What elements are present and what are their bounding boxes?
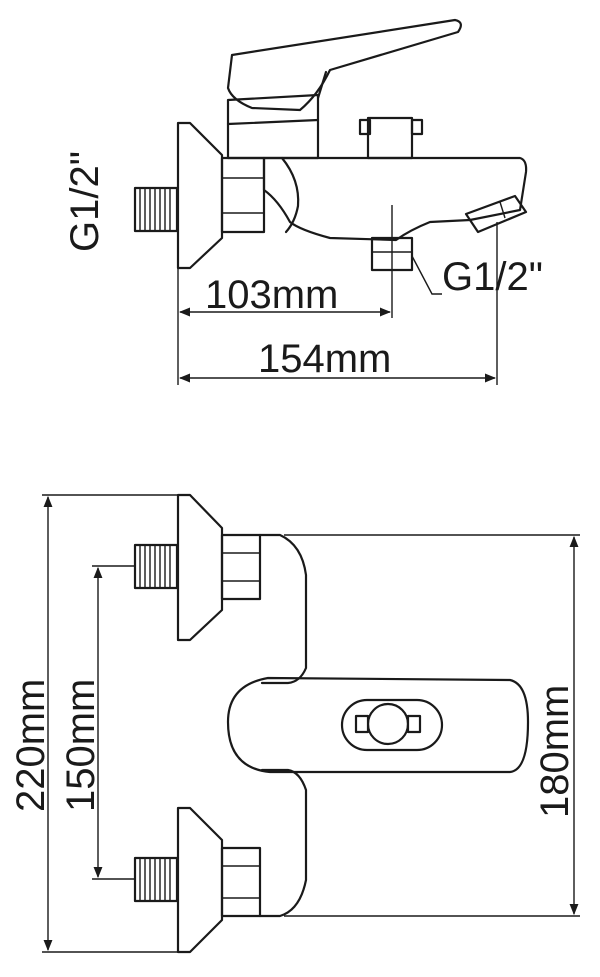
mixer-body-side [262, 156, 528, 242]
wall-flange-lower [176, 806, 224, 954]
diverter-knob-side [358, 116, 424, 160]
dimension-220mm [42, 494, 178, 953]
threaded-inlet-side [133, 186, 179, 233]
dim-label-154mm: 154mm [258, 337, 391, 381]
wall-flange-upper [176, 493, 224, 642]
wall-flange-side [176, 121, 224, 270]
hex-nut-side [220, 156, 266, 234]
dim-label-103mm: 103mm [205, 273, 338, 317]
thread-leader-right [411, 255, 442, 295]
thread-label-left: G1/2" [63, 151, 107, 252]
handle-base-front [226, 676, 530, 774]
spout-tip [464, 194, 528, 234]
thread-label-right: G1/2" [442, 255, 543, 299]
threaded-inlet-upper [133, 543, 179, 590]
dim-label-180mm: 180mm [533, 685, 577, 818]
diverter-window-front [340, 698, 444, 752]
dimension-150mm [92, 565, 135, 880]
dimension-180mm [284, 534, 580, 917]
dimension-103mm [177, 205, 393, 318]
diverter-knob-front [366, 702, 410, 746]
mixer-body-front [258, 533, 308, 685]
front-view [42, 493, 580, 954]
dimension-154mm [177, 222, 498, 385]
threaded-inlet-lower [133, 856, 179, 903]
dim-label-150mm: 150mm [59, 679, 103, 812]
side-view [133, 18, 528, 385]
lever-handle [226, 18, 462, 112]
hex-nut-upper [220, 533, 262, 601]
dim-label-220mm: 220mm [9, 679, 53, 812]
cartridge-housing [226, 93, 320, 160]
hex-nut-lower [220, 846, 262, 918]
